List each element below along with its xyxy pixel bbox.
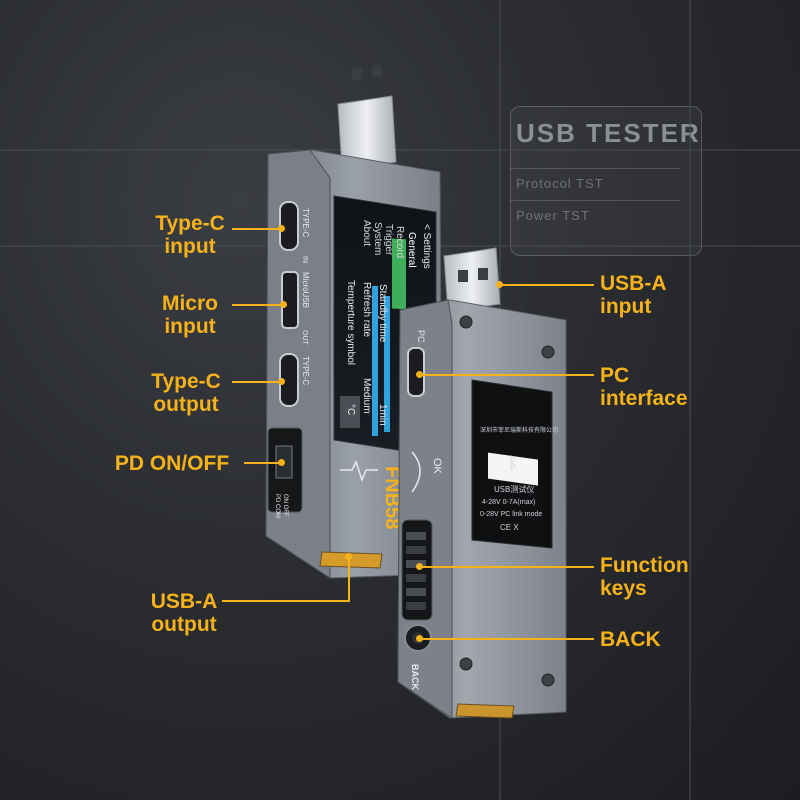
leader-dot [278, 378, 285, 385]
bluetooth-icon: ᛒ [508, 453, 518, 472]
pc-port-label: PC [416, 330, 426, 343]
watermark-card [510, 106, 702, 256]
screw [541, 345, 555, 359]
screen-setting-value: Medium [361, 378, 372, 414]
watermark-divider [510, 200, 680, 201]
sticker-spec: 0-28V PC link mode [480, 511, 542, 518]
pulse-icon [340, 460, 378, 483]
screen-setting-value: °C [345, 404, 356, 415]
leader-line [232, 228, 282, 230]
leader-line [348, 556, 350, 602]
back-label: BACK [410, 664, 420, 690]
leader-dot [496, 281, 503, 288]
callout-type-c-input: Type-C input [155, 212, 225, 258]
callout-function-keys: Function keys [600, 554, 689, 600]
leader-line [244, 462, 282, 464]
leader-dot [280, 301, 287, 308]
leader-line [232, 381, 282, 383]
callout-type-c-output: Type-C output [151, 370, 221, 416]
watermark-title: USB TESTER [516, 118, 701, 148]
leader-dot [416, 371, 423, 378]
leader-line [232, 304, 284, 306]
screen-menu-item: System [372, 222, 383, 255]
leader-line [420, 638, 594, 640]
callout-usb-a-input: USB-A input [600, 272, 667, 318]
screen-menu-item: < Settings [421, 224, 432, 269]
sticker-brand-box [488, 452, 538, 486]
leader-dot [416, 635, 423, 642]
callout-pc-interface: PC interface [600, 364, 688, 410]
screen-menu-item: General [406, 232, 417, 268]
sticker-title: USB测试仪 [494, 484, 534, 494]
left-usb-a-output-port [319, 551, 383, 569]
watermark-divider [510, 168, 680, 169]
screen-menu-item: Trigger [383, 224, 394, 256]
callout-pd-onoff: PD ON/OFF [114, 452, 230, 475]
screw [459, 315, 473, 329]
ok-arc-icon [411, 451, 421, 493]
pd-switch-label: PD COM [274, 494, 280, 518]
screen-menu-item: Record [394, 226, 405, 258]
leader-line [500, 284, 594, 286]
sticker-brand: FNIRSI [492, 392, 529, 408]
callout-micro-input: Micro input [161, 292, 218, 338]
pd-switch-label: ON OFF [282, 494, 288, 517]
screen-setting-label: Temperture symbol [345, 280, 356, 365]
watermark-protocol: Protocol TST [516, 176, 604, 191]
leader-line [222, 600, 350, 602]
left-port-label: IN [301, 256, 308, 263]
left-port-label: TYPE-C [301, 356, 310, 386]
leader-dot [345, 553, 352, 560]
fnb58-logo: FNB58 [381, 466, 403, 529]
sticker-certification: CE X [500, 523, 519, 532]
left-usb-a-plug [337, 64, 397, 171]
right-usb-a-plug [443, 247, 501, 313]
watermark-power: Power TST [516, 208, 590, 223]
left-port-label: OUT [301, 330, 308, 346]
leader-dot [278, 459, 285, 466]
screw [541, 673, 555, 687]
leader-dot [416, 563, 423, 570]
left-port-label: TYPE-C [301, 208, 310, 238]
screen-menu-item: About [361, 220, 372, 246]
right-device: PC OK BACK FNIRSI 深圳市菲尼瑞斯科技有限公司 ᛒ USB测试仪… [397, 247, 567, 719]
right-usb-a-output-port [455, 703, 515, 719]
sticker-spec: 4-28V 0-7A(max) [482, 499, 535, 506]
callout-back: BACK [600, 628, 661, 651]
leader-line [420, 566, 594, 568]
left-device: TYPE-C IN MicroUSB OUT TYPE-C ON OFF PD … [265, 64, 443, 579]
screen-setting-label: Standby time [377, 284, 388, 343]
leader-line [420, 374, 594, 376]
micro-usb-port [281, 271, 299, 329]
left-port-label: MicroUSB [301, 272, 310, 308]
callout-usb-a-output: USB-A output [150, 590, 218, 636]
screen-setting-value: 1min [377, 404, 388, 426]
screw [459, 657, 473, 671]
screen-setting-label: Refresh rate [361, 282, 372, 337]
sticker-company: 深圳市菲尼瑞斯科技有限公司 [480, 426, 558, 434]
ok-label: OK [431, 458, 443, 475]
leader-dot [278, 225, 285, 232]
